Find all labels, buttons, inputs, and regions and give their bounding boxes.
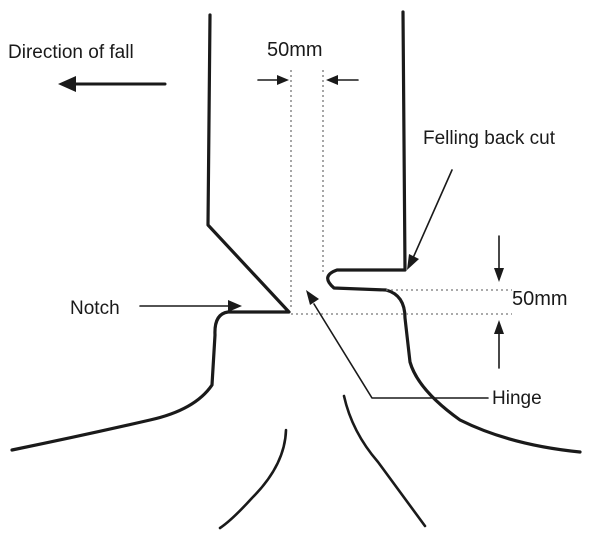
backcut-leader-line [412,169,453,259]
hinge-leader-line [313,303,489,399]
notch-leader-head [228,300,242,312]
direction-of-fall-arrow-head [58,76,76,92]
hinge-leader-head [306,290,319,305]
width-arrow-right-head [326,75,338,85]
backcut-leader-head [407,254,419,270]
trunk-left-outline [10,13,291,452]
height-arrow-top-head [494,268,504,282]
left-root [218,428,288,530]
hinge-label: Hinge [492,388,542,409]
trunk-right-outline [326,10,582,454]
right-root [342,394,427,528]
direction-of-fall-label: Direction of fall [8,42,134,63]
felling-back-cut-label: Felling back cut [423,128,556,149]
height-arrow-bottom-head [494,320,504,334]
height-dimension-label: 50mm [512,288,568,310]
width-arrow-left-head [277,75,289,85]
notch-label: Notch [70,298,120,319]
width-dimension-label: 50mm [267,39,323,61]
